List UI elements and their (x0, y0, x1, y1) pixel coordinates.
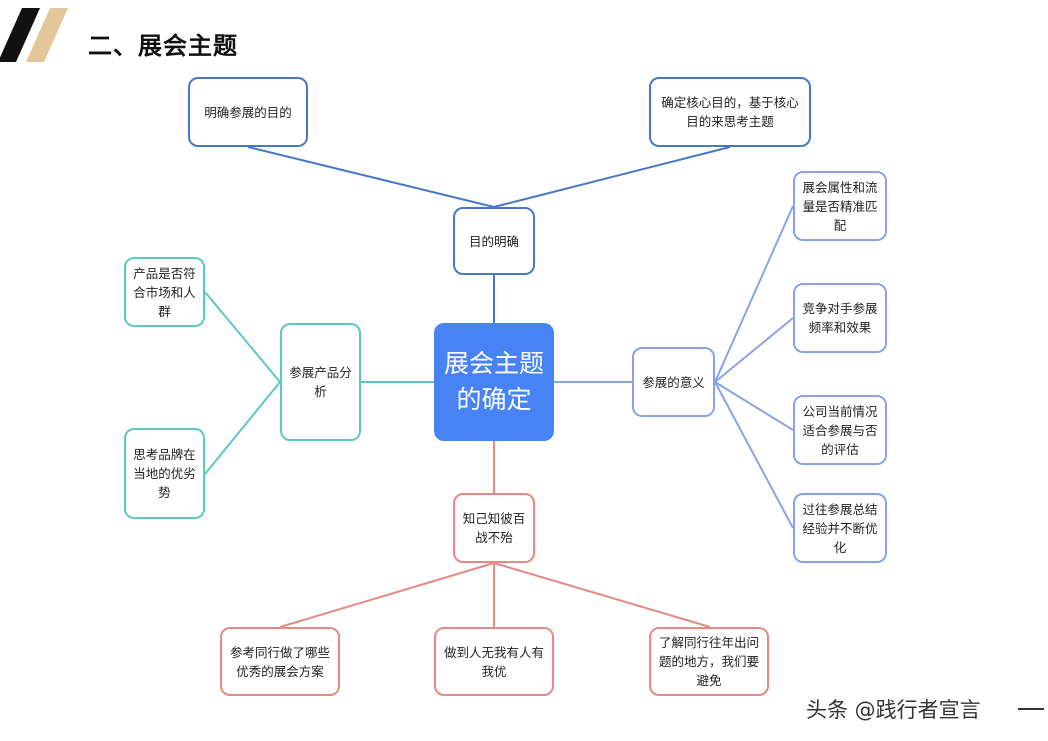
link-goal-child2 (493, 146, 731, 208)
branch-meaning: 参展的意义 (632, 347, 715, 417)
link-product-child2 (204, 381, 281, 475)
title-decoration (0, 8, 68, 62)
meaning-child-3: 公司当前情况适合参展与否的评估 (793, 395, 887, 465)
dark-stripe (0, 8, 40, 62)
watermark-underline (1018, 708, 1044, 710)
knowing-child-3: 了解同行往年出问题的地方，我们要避免 (649, 627, 769, 696)
link-knowing-child3 (493, 562, 711, 628)
link-meaning-child2 (714, 317, 794, 383)
knowing-child-2: 做到人无我有人有我优 (434, 627, 554, 696)
branch-product: 参展产品分析 (280, 323, 361, 441)
product-child-2: 思考品牌在当地的优劣势 (124, 428, 205, 519)
link-knowing-child1 (279, 562, 495, 628)
link-product-child1 (204, 291, 281, 383)
meaning-child-2: 竞争对手参展频率和效果 (793, 283, 887, 353)
page-title: 二、展会主题 (88, 32, 238, 60)
branch-knowing: 知己知彼百战不殆 (453, 493, 535, 563)
knowing-child-1: 参考同行做了哪些优秀的展会方案 (220, 627, 340, 696)
central-topic: 展会主题的确定 (434, 323, 554, 441)
link-meaning-child1 (714, 205, 794, 383)
branch-goal: 目的明确 (453, 207, 535, 275)
link-goal-child1 (247, 146, 495, 208)
meaning-child-1: 展会属性和流量是否精准匹配 (793, 171, 887, 241)
goal-child-1: 明确参展的目的 (188, 77, 308, 147)
tan-stripe (26, 8, 68, 62)
link-meaning-child3 (714, 381, 794, 431)
watermark: 头条 @践行者宣言 (806, 698, 981, 722)
product-child-1: 产品是否符合市场和人群 (124, 257, 205, 327)
goal-child-2: 确定核心目的，基于核心目的来思考主题 (649, 77, 811, 147)
meaning-child-4: 过往参展总结经验并不断优化 (793, 493, 887, 563)
link-meaning-child4 (714, 381, 794, 529)
